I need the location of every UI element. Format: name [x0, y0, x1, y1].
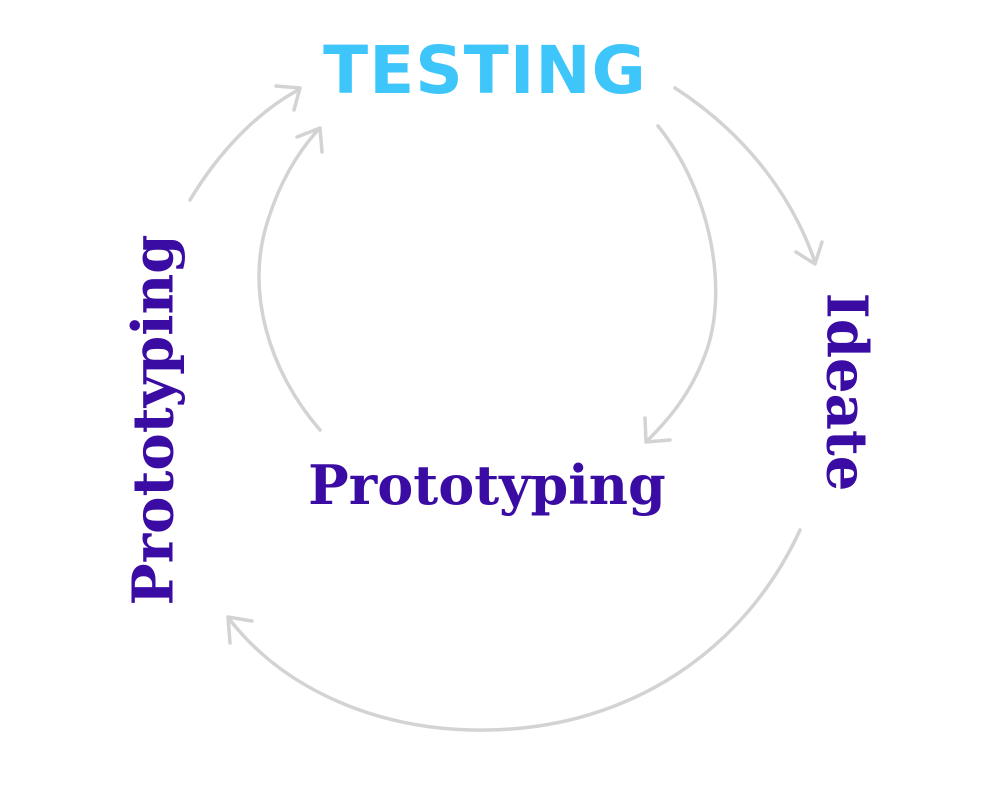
arrow-testing-to-prototyping-inner [646, 124, 718, 442]
arrow-ideate-to-prototyping [228, 528, 802, 732]
node-ideate: Ideate [813, 293, 879, 492]
arrowhead-prototyping-outer [226, 615, 254, 645]
node-testing: TESTING [323, 32, 647, 109]
inner-cycle [257, 124, 718, 444]
arrowhead-prototyping-inner [643, 416, 672, 444]
node-prototyping-inner: Prototyping [308, 453, 666, 517]
outer-cycle [188, 84, 824, 732]
node-prototyping-outer: Prototyping [121, 235, 187, 606]
arrow-prototyping-inner-to-testing [257, 128, 322, 432]
arrow-prototyping-to-testing [188, 88, 300, 202]
arrowhead-testing-outer [274, 84, 302, 112]
arrow-testing-to-ideate [673, 86, 817, 264]
arrowhead-ideate [794, 240, 824, 266]
arrowhead-testing-inner [295, 126, 324, 154]
